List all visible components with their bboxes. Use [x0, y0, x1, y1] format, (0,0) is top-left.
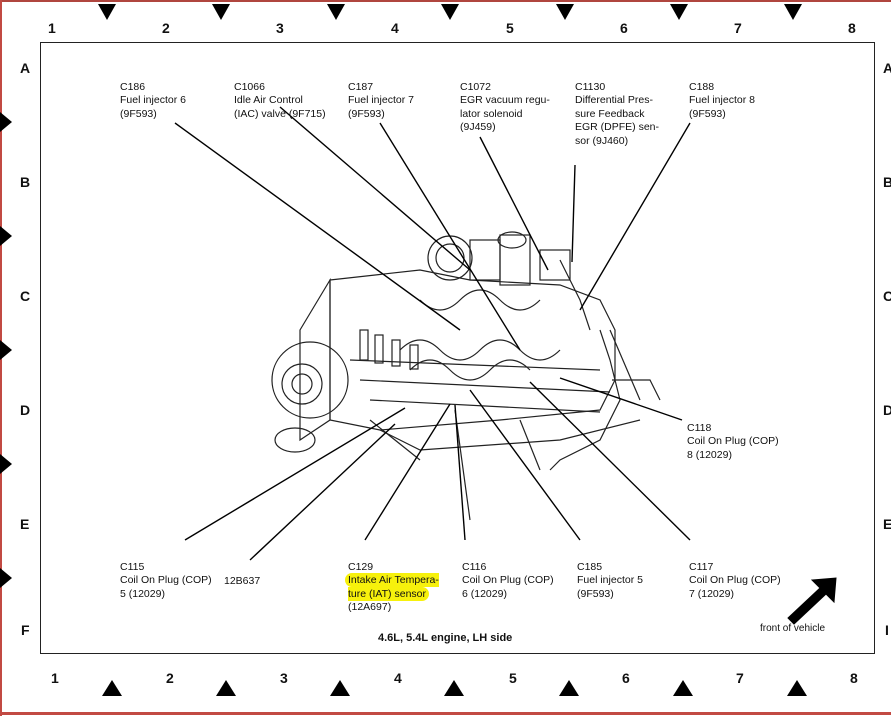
grid-row-b: B — [20, 174, 31, 190]
grid-row-f: F — [21, 622, 30, 638]
grid-row-c: C — [20, 288, 31, 304]
label-12b637: 12B637 — [224, 574, 261, 587]
grid-col-4: 4 — [391, 20, 399, 36]
grid-col-5-bottom: 5 — [509, 670, 517, 686]
grid-col-1-bottom: 1 — [51, 670, 59, 686]
grid-row-a-right: A — [883, 60, 891, 76]
grid-col-7: 7 — [734, 20, 742, 36]
grid-col-1: 1 — [48, 20, 56, 36]
grid-row-c-right: C — [883, 288, 891, 304]
grid-row-f-right: I — [885, 622, 889, 638]
diagram-caption: 4.6L, 5.4L engine, LH side — [378, 632, 513, 644]
grid-row-d-right: D — [883, 402, 891, 418]
top-border — [0, 0, 891, 2]
front-arrow-icon — [787, 577, 837, 625]
top-markers — [98, 4, 802, 20]
bottom-markers — [102, 680, 807, 696]
grid-col-6: 6 — [620, 20, 628, 36]
grid-row-d: D — [20, 402, 31, 418]
grid-col-8: 8 — [848, 20, 856, 36]
diagram-box — [40, 42, 875, 654]
grid-row-b-right: B — [883, 174, 891, 190]
grid-row-a: A — [20, 60, 31, 76]
grid-col-3: 3 — [276, 20, 284, 36]
grid-col-6-bottom: 6 — [622, 670, 630, 686]
grid-col-7-bottom: 7 — [736, 670, 744, 686]
left-markers — [0, 112, 12, 588]
bottom-border — [0, 712, 891, 715]
grid-row-e: E — [20, 516, 30, 532]
grid-col-3-bottom: 3 — [280, 670, 288, 686]
front-of-vehicle-label: front of vehicle — [760, 623, 826, 634]
grid-col-2: 2 — [162, 20, 170, 36]
grid-row-e-right: E — [883, 516, 891, 532]
grid-col-4-bottom: 4 — [394, 670, 402, 686]
grid-col-2-bottom: 2 — [166, 670, 174, 686]
iat-highlight: Intake Air Tempera- ture (IAT) sensor — [345, 573, 439, 601]
grid-col-5: 5 — [506, 20, 514, 36]
grid-col-8-bottom: 8 — [850, 670, 858, 686]
